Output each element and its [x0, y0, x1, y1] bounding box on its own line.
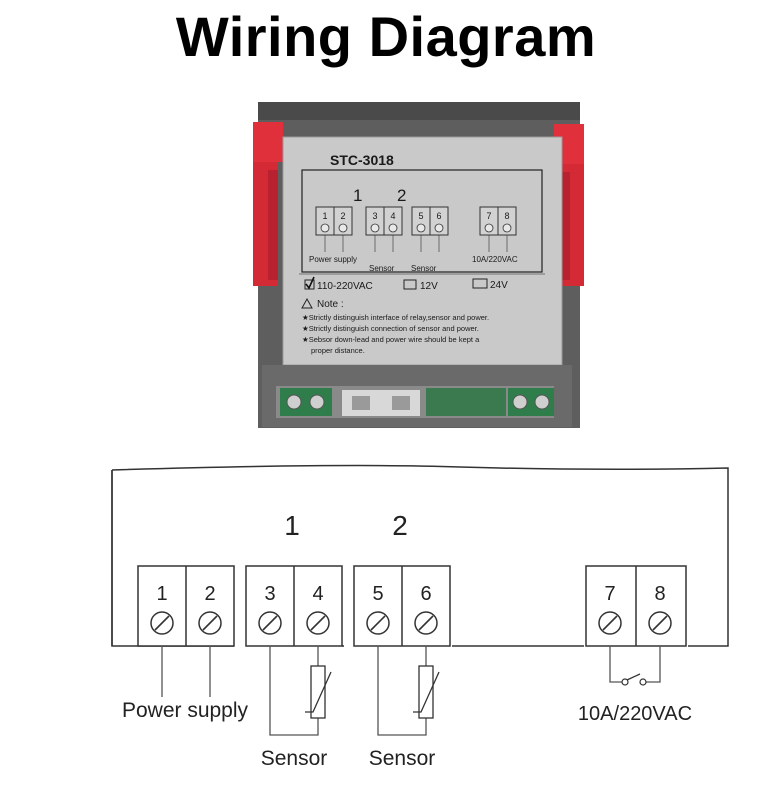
green-terminal-connector: [508, 388, 554, 416]
voltage-option: 110-220VAC: [317, 281, 373, 292]
green-terminal-connector: [280, 388, 332, 416]
screw-slot: [370, 615, 386, 631]
note-line: ★Sebsor down-lead and power wire should …: [302, 335, 480, 344]
photo-terminal-blocks: 1 2 3 4 5 6 7 8: [315, 206, 517, 252]
voltage-option: 24V: [490, 280, 508, 291]
photo-relay-label: 10A/220VAC: [472, 255, 518, 264]
relay-rating-label: 10A/220VAC: [578, 703, 692, 725]
page-title: Wiring Diagram: [175, 5, 597, 68]
switch-icon: [626, 673, 641, 681]
screw-icon: [370, 223, 380, 233]
terminal-number: 8: [654, 583, 665, 605]
group-label-1: 1: [284, 510, 300, 541]
note-title: Note :: [317, 299, 344, 310]
photo-terminal-number: 1: [322, 211, 327, 221]
screw-icon: [434, 223, 444, 233]
sensor-2-label: Sensor: [369, 747, 436, 770]
terminal-number: 2: [204, 583, 215, 605]
photo-terminal-number: 5: [418, 211, 423, 221]
photo-sensor-label: Sensor: [369, 264, 395, 273]
photo-terminal-number: 7: [486, 211, 491, 221]
photo-power-label: Power supply: [309, 255, 357, 264]
screw-icon: [502, 223, 512, 233]
photo-group-label: 2: [397, 186, 406, 205]
terminal-number: 6: [420, 583, 431, 605]
photo-terminal-number: 6: [436, 211, 441, 221]
left-mounting-clip: [253, 122, 283, 286]
thermistor-icon: [418, 665, 434, 719]
thermistor-icon: [310, 665, 326, 719]
voltage-option: 12V: [420, 281, 438, 292]
voltage-options: 110-220VAC 12V 24V: [304, 276, 508, 292]
terminal-number: 5: [372, 583, 383, 605]
model-label: STC-3018: [330, 152, 394, 168]
note-line: ★Strictly distinguish connection of sens…: [302, 324, 479, 333]
photo-terminal-number: 2: [340, 211, 345, 221]
photo-terminal-number: 3: [372, 211, 377, 221]
terminal-number: 7: [604, 583, 615, 605]
note-line: proper distance.: [311, 346, 365, 355]
photo-sensor-label: Sensor: [411, 264, 437, 273]
photo-group-label: 1: [353, 186, 362, 205]
terminal-number: 3: [264, 583, 275, 605]
photo-terminal-number: 8: [504, 211, 509, 221]
power-supply-label: Power supply: [122, 699, 249, 722]
photo-terminal-number: 4: [390, 211, 395, 221]
enclosure-outline: [111, 464, 729, 647]
note-line: ★Strictly distinguish interface of relay…: [302, 313, 489, 322]
screw-slot: [418, 615, 434, 631]
terminal-block-sensor-2: [353, 565, 451, 647]
screw-slot: [154, 615, 170, 631]
warning-icon: [301, 297, 313, 309]
screw-icon: [388, 223, 398, 233]
screw-icon: [484, 223, 494, 233]
screw-slot: [202, 615, 218, 631]
terminal-screws: [150, 611, 672, 635]
screw-slot: [310, 615, 326, 631]
screw-icon: [320, 223, 330, 233]
sensor-1-circuit: [269, 646, 332, 736]
terminal-block-power: [137, 565, 235, 647]
sensor-1-label: Sensor: [261, 747, 328, 770]
screw-icon: [338, 223, 348, 233]
sensor-2-circuit: [377, 646, 440, 736]
group-label-2: 2: [392, 510, 408, 541]
terminal-number: 4: [312, 583, 323, 605]
screw-slot: [652, 615, 668, 631]
power-supply-leads: [161, 646, 211, 697]
terminal-block-relay: [585, 565, 687, 647]
terminal-number: 1: [156, 583, 167, 605]
screw-slot: [602, 615, 618, 631]
screw-slot: [262, 615, 278, 631]
terminal-block-sensor-1: [245, 565, 343, 647]
screw-icon: [416, 223, 426, 233]
relay-contact: [609, 646, 661, 686]
